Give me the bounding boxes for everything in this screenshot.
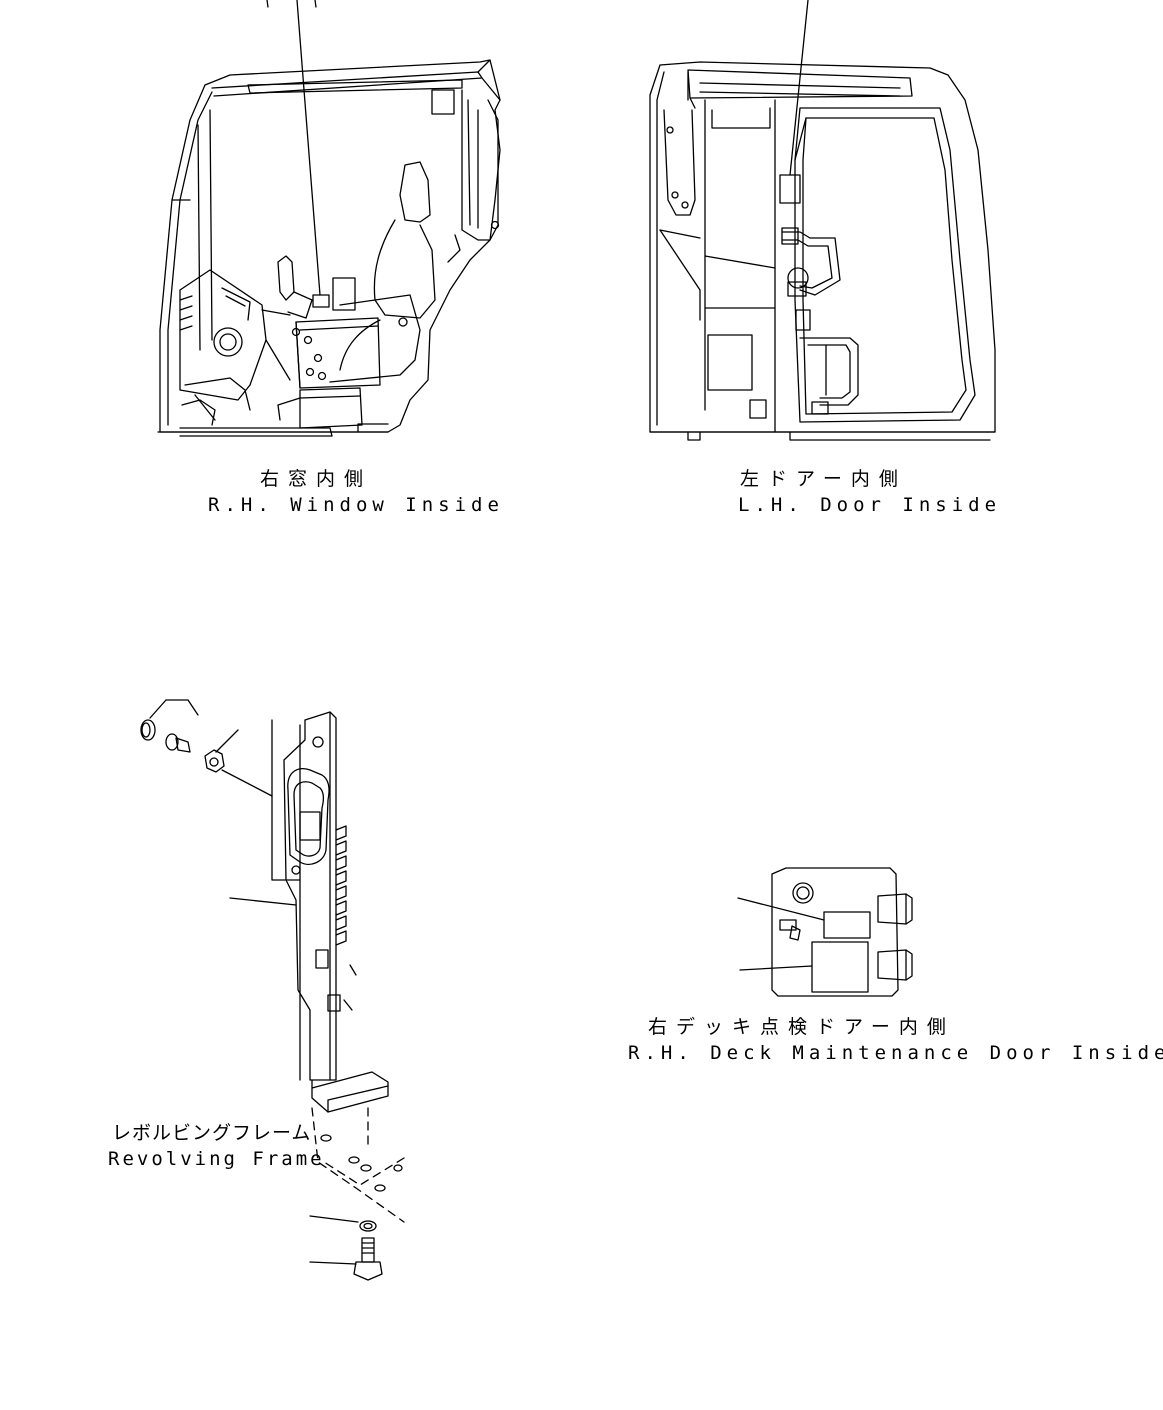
lh-door-drawing <box>650 0 995 440</box>
deck-door-label-en: R.H. Deck Maintenance Door Inside <box>628 1042 1163 1064</box>
deck-door-label-jp: 右デッキ点検ドアー内側 <box>648 1016 955 1038</box>
decal-small <box>824 912 870 938</box>
lh-door-label-en: L.H. Door Inside <box>738 494 1002 516</box>
decal-large <box>812 942 868 992</box>
rh-window-label-jp: 右窓内側 <box>260 468 373 490</box>
lh-door-label-jp: 左ドアー内側 <box>740 468 907 490</box>
revolving-frame-label-en: Revolving Frame <box>108 1148 325 1170</box>
bracket-drawing <box>141 700 404 1280</box>
rh-window-label-en: R.H. Window Inside <box>208 494 504 516</box>
deck-door-drawing <box>738 868 912 996</box>
rh-window-cab-drawing <box>158 0 500 436</box>
revolving-frame-label-jp: レボルビングフレーム <box>112 1122 312 1144</box>
